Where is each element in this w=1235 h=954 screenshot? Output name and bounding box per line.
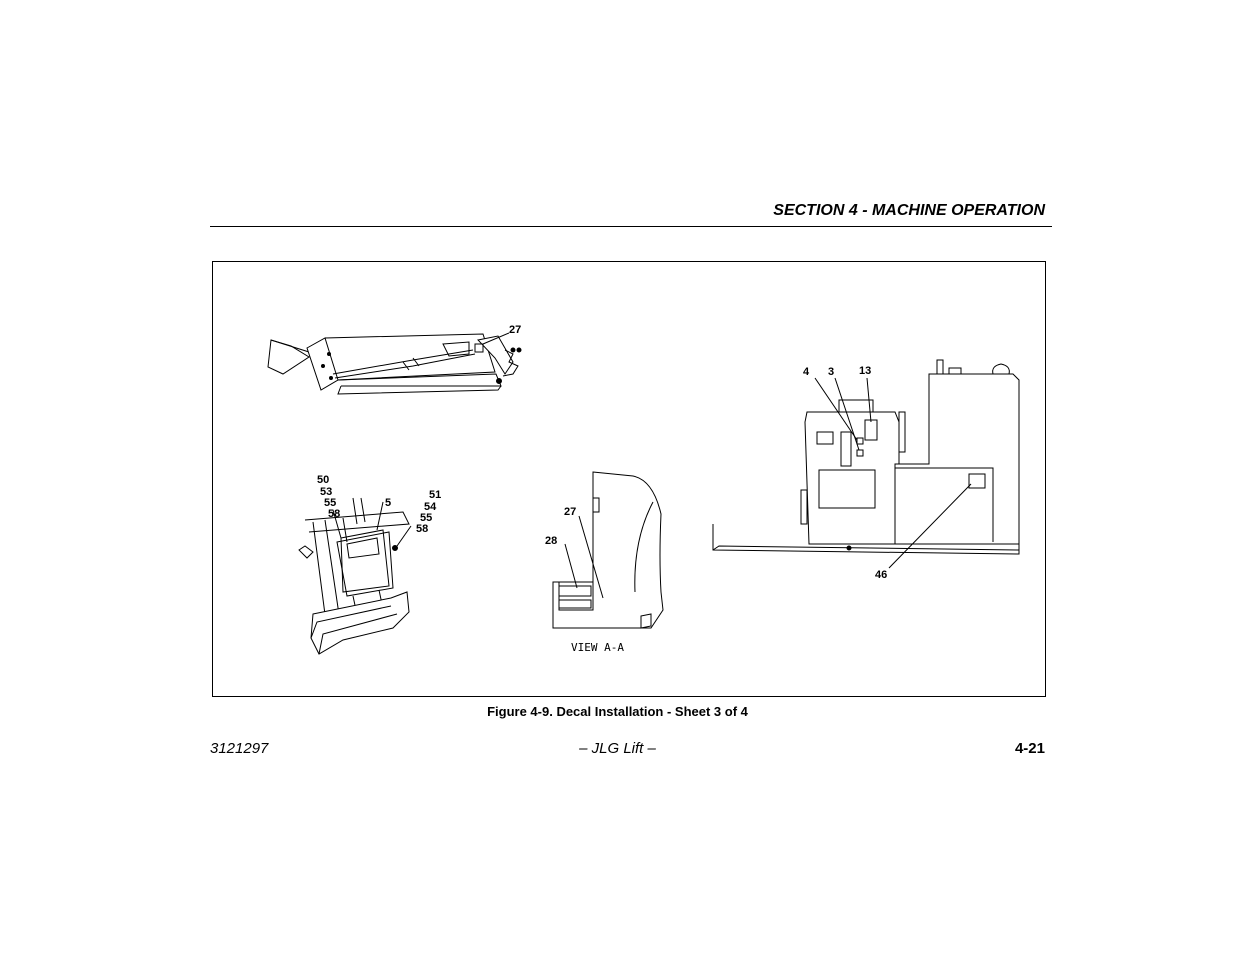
callout-58: 58	[328, 508, 340, 520]
boom-assembly-drawing	[267, 332, 522, 395]
callout-51: 51	[429, 489, 441, 501]
callout-53: 53	[320, 486, 332, 498]
callout-13: 13	[859, 365, 871, 377]
callout-27-view: 27	[564, 506, 576, 518]
callout-5: 5	[385, 497, 391, 509]
header-divider	[210, 226, 1052, 227]
figure-frame: 27 50 53 55 58 5 51 54 55 58 27 28 VIEW …	[212, 261, 1046, 697]
callout-55: 55	[324, 497, 336, 509]
view-aa-label: VIEW A-A	[571, 641, 624, 654]
callout-50: 50	[317, 474, 329, 486]
callout-46: 46	[875, 569, 887, 581]
callout-4: 4	[803, 366, 810, 378]
callout-54: 54	[424, 501, 437, 513]
callout-58-right: 58	[416, 523, 428, 535]
document-number: 3121297	[210, 740, 269, 757]
decal-installation-drawing: 27 50 53 55 58 5 51 54 55 58 27 28 VIEW …	[267, 324, 1020, 655]
section-title: SECTION 4 - MACHINE OPERATION	[773, 202, 1045, 219]
callout-55-right: 55	[420, 512, 432, 524]
callout-28: 28	[545, 535, 557, 547]
view-aa-drawing	[552, 471, 664, 629]
callout-3: 3	[828, 366, 834, 378]
ground-control-drawing	[712, 359, 1020, 569]
platform-control-drawing	[298, 497, 412, 655]
figure-caption: Figure 4-9. Decal Installation - Sheet 3…	[487, 704, 748, 719]
callout-27-boom: 27	[509, 324, 521, 336]
footer-brand: – JLG Lift –	[579, 740, 656, 757]
page-number: 4-21	[1014, 740, 1045, 757]
